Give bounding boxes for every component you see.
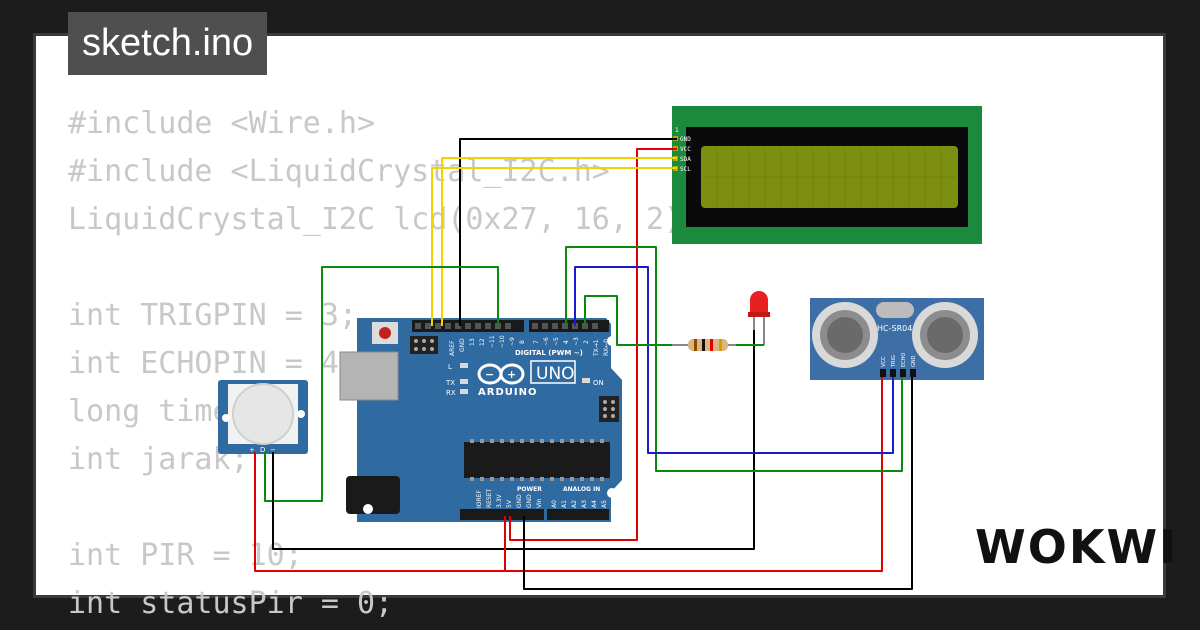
pin-label-5: ~5 xyxy=(553,337,560,346)
pir-pin-data: D xyxy=(260,446,265,454)
lcd-pin-sda: SDA xyxy=(680,156,691,163)
pin-label-11: ~11 xyxy=(489,335,496,348)
sensor-pin-gnd: GND xyxy=(911,355,917,367)
code-line: int jarak; xyxy=(68,442,249,477)
wire-lcd-sda[interactable] xyxy=(441,157,677,326)
pin-label-7: 7 xyxy=(533,340,540,344)
pin-label-a5: A5 xyxy=(601,500,608,508)
pin-label-2: 2 xyxy=(583,340,590,344)
pin-label-13: 13 xyxy=(469,338,476,346)
usb-port xyxy=(339,351,399,401)
digital-header-right xyxy=(529,320,609,332)
led-l xyxy=(460,363,468,368)
lcd-pin1-label: 1 xyxy=(675,127,679,134)
pin-label-a2: A2 xyxy=(571,500,578,508)
pin-label-10: ~10 xyxy=(499,335,506,348)
led-label-l: L xyxy=(448,363,452,371)
wires xyxy=(254,138,913,590)
pin-label-gnd: GND xyxy=(459,338,466,352)
code-line: #include <Wire.h> xyxy=(68,106,376,141)
lcd-pin-gnd: GND xyxy=(680,136,691,143)
pin-label-4: 4 xyxy=(563,340,570,344)
svg-text:−: − xyxy=(485,368,494,381)
lcd-char-grid xyxy=(703,148,956,206)
wire-pir-data[interactable] xyxy=(264,266,499,502)
code-line: int PIR = 10; xyxy=(68,538,303,573)
crystal xyxy=(876,302,914,318)
resistor[interactable] xyxy=(672,339,736,351)
led-tx xyxy=(460,379,468,384)
svg-text:+: + xyxy=(507,368,516,381)
pin-label-aref: AREF xyxy=(449,340,456,356)
file-title: sketch.ino xyxy=(68,12,268,75)
sensor-pin-vcc: VCC xyxy=(881,356,887,367)
wire-lcd-gnd[interactable] xyxy=(459,138,677,326)
wokwi-logo: WOKWI xyxy=(975,520,1179,574)
pin-label-ioref: IOREF xyxy=(476,490,483,508)
wire-sensor-gnd[interactable] xyxy=(523,377,913,590)
pin-label-gnd2: GND xyxy=(526,494,533,508)
led-label-rx: RX xyxy=(446,389,456,397)
pin-label-6: ~6 xyxy=(543,337,550,346)
pin-label-rx: RX←0 xyxy=(603,339,610,356)
arduino-logo: − + xyxy=(477,363,525,385)
pir-dome xyxy=(232,383,294,445)
brand-label: ARDUINO xyxy=(478,387,537,398)
wire-lcd-vcc[interactable] xyxy=(509,148,677,541)
lcd-pin-vcc: VCC xyxy=(680,146,691,153)
arduino-uno-board[interactable]: AREF GND 13 12 ~11 ~10 ~9 8 7 ~6 ~5 4 ~3… xyxy=(339,318,622,522)
lcd-pin-scl: SCL xyxy=(680,166,691,173)
code-line: int TRIGPIN = 3; xyxy=(68,298,357,333)
power-header xyxy=(460,509,544,520)
pin-label-9: ~9 xyxy=(509,337,516,346)
power-label: POWER xyxy=(517,486,542,493)
power-jack xyxy=(346,476,400,514)
code-background: #include <Wire.h> #include <LiquidCrystal… xyxy=(68,100,700,628)
led-on xyxy=(582,378,590,383)
sensor-label: HC-SR04 xyxy=(877,324,912,333)
digital-label: DIGITAL (PWM ~) xyxy=(515,349,583,357)
wire-resistor[interactable] xyxy=(584,295,672,346)
pir-sensor[interactable]: + D − xyxy=(218,380,308,454)
red-led[interactable] xyxy=(748,291,770,345)
pin-label-gnd1: GND xyxy=(516,494,523,508)
wire-lcd-scl[interactable] xyxy=(431,167,677,326)
ultrasonic-sensor[interactable]: HC-SR04 VCC TRIG ECHO GND xyxy=(810,298,984,380)
code-line: int statusPir = 0; xyxy=(68,586,394,621)
pin-label-5v: 5V xyxy=(506,499,513,508)
pin-label-tx: TX→1 xyxy=(593,339,600,357)
pir-pin-gnd: − xyxy=(270,446,276,454)
code-line: LiquidCrystal_I2C lcd(0x27, 16, 2); xyxy=(68,202,701,237)
wire-sensor-trig[interactable] xyxy=(574,266,894,454)
wire-pir-gnd[interactable] xyxy=(272,330,755,550)
pin-label-reset: RESET xyxy=(486,488,493,508)
analog-header xyxy=(547,509,609,520)
icsp-header-left xyxy=(410,336,438,354)
wire-sensor-echo[interactable] xyxy=(565,246,903,472)
pin-label-a0: A0 xyxy=(551,500,558,508)
icsp-header-right xyxy=(599,396,619,422)
pir-pin-vcc: + xyxy=(249,446,255,454)
code-line: #include <LiquidCrystal_I2C.h> xyxy=(68,154,610,189)
sensor-pin-echo: ECHO xyxy=(901,353,907,367)
atmega-chip xyxy=(464,442,610,478)
pin-label-a3: A3 xyxy=(581,500,588,508)
analog-label: ANALOG IN xyxy=(563,486,600,493)
wire-pir-vcc[interactable] xyxy=(254,377,883,572)
pin-label-3: ~3 xyxy=(573,337,580,346)
pin-label-a1: A1 xyxy=(561,500,568,508)
pin-label-3v3: 3.3V xyxy=(496,493,503,508)
led-label-on: ON xyxy=(593,379,604,387)
model-label: UNO xyxy=(536,364,575,384)
led-rx xyxy=(460,389,468,394)
pin-label-12: 12 xyxy=(479,338,486,346)
pin-label-vin: Vin xyxy=(536,498,543,508)
led-label-tx: TX xyxy=(445,379,455,387)
reset-button-cap xyxy=(379,327,391,339)
pin-label-8: 8 xyxy=(519,340,526,344)
sensor-pin-trig: TRIG xyxy=(891,355,897,368)
lcd-module[interactable]: 1 GND VCC SDA SCL xyxy=(672,106,982,244)
pin-label-a4: A4 xyxy=(591,500,598,508)
